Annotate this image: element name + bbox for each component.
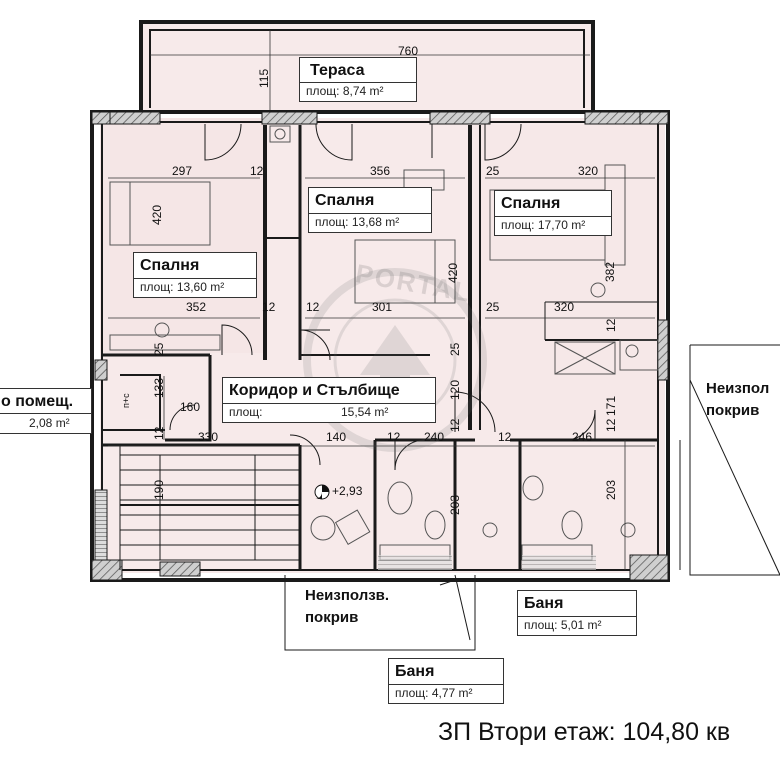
dim-12e: 12 — [448, 418, 462, 432]
room-area: площ: 17,70 m² — [501, 218, 586, 232]
dim-140: 140 — [326, 430, 347, 444]
dim-12d: 12 — [152, 426, 166, 440]
dim-320a: 320 — [578, 164, 599, 178]
label-line: покрив — [305, 609, 359, 626]
door-swings — [169, 123, 596, 471]
dim-12i: 12 — [262, 300, 276, 314]
dim-246: 246 — [572, 430, 593, 444]
label-unused-roof-right: Неизпол покрив — [706, 380, 769, 420]
room-name: Коридор и Стълбище — [229, 382, 400, 399]
label-bedroom-right: Спалня площ: 17,70 m² — [494, 190, 612, 236]
dim-12c: 12 — [604, 318, 618, 332]
room-area-value: 15,54 m² — [341, 405, 389, 419]
roof-right — [679, 344, 780, 576]
room-area: площ: 4,77 m² — [395, 686, 473, 700]
dim-382: 382 — [603, 261, 617, 282]
dim-25d: 25 — [448, 342, 462, 356]
dim-25a: 25 — [486, 164, 500, 178]
dim-203a: 203 — [448, 494, 462, 515]
dim-120: 120 — [448, 379, 462, 400]
label-unused-roof-bottom: Неизползв. покрив — [305, 587, 389, 627]
label-bath-left: Баня площ: 4,77 m² — [388, 658, 504, 704]
room-area: площ: 5,01 m² — [524, 618, 602, 632]
room-name: Тераса — [310, 62, 365, 79]
furniture — [109, 125, 659, 561]
label-corridor: Коридор и Стълбище площ: 15,54 m² — [222, 377, 436, 423]
dim-420b: 420 — [446, 262, 460, 283]
stairs — [119, 446, 300, 570]
dim-760: 760 — [398, 44, 419, 58]
dim-190: 190 — [152, 479, 166, 500]
dim-133: 133 — [152, 377, 166, 398]
dim-160: 160 — [180, 400, 201, 414]
label-line: Неизпол — [706, 380, 770, 397]
label-terrace: Тераса площ: 8,74 m² — [299, 57, 417, 102]
room-area: площ: 13,60 m² — [140, 280, 225, 294]
room-area: площ: — [229, 405, 263, 419]
dim-356: 356 — [370, 164, 391, 178]
dim-297: 297 — [172, 164, 193, 178]
dim-240: 240 — [424, 430, 445, 444]
room-area: площ: 13,68 m² — [315, 215, 400, 229]
dim-12g: 12 — [498, 430, 512, 444]
room-area: 2,08 m² — [29, 416, 70, 430]
room-name: Спалня — [501, 195, 561, 212]
room-name: о помещ. — [1, 393, 74, 410]
room-area: площ: 8,74 m² — [306, 84, 384, 98]
interior-walls — [102, 125, 658, 570]
floor-area-caption: ЗП Втори етаж: 104,80 кв — [438, 718, 731, 746]
dim-352: 352 — [186, 300, 207, 314]
dim-301: 301 — [372, 300, 393, 314]
dim-320b: 320 — [554, 300, 575, 314]
hatched-walls — [91, 111, 669, 581]
room-name: Спалня — [315, 192, 375, 209]
room-name: Баня — [524, 595, 564, 612]
dim-12h: 12 — [604, 418, 618, 432]
label-line: покрив — [706, 402, 760, 419]
dim-12f: 12 — [387, 430, 401, 444]
dim-25b: 25 — [486, 300, 500, 314]
dim-330: 330 — [198, 430, 219, 444]
label-bedroom-left: Спалня площ: 13,60 m² — [133, 252, 257, 298]
dim-203b: 203 — [604, 479, 618, 500]
dim-12a: 12 — [250, 164, 264, 178]
label-utility: о помещ. 2,08 m² — [0, 388, 92, 434]
dimension-lines — [108, 30, 655, 570]
dim-12b: 12 — [306, 300, 320, 314]
level-label: +2,93 — [332, 484, 363, 498]
room-name: Спалня — [140, 257, 200, 274]
pc-label: п+с — [121, 393, 131, 408]
roof-bottom — [284, 574, 476, 651]
label-bedroom-center: Спалня площ: 13,68 m² — [308, 187, 432, 233]
room-name: Баня — [395, 663, 435, 680]
bath-hatch — [378, 555, 596, 570]
level-marker — [314, 484, 330, 500]
dim-420a: 420 — [150, 204, 164, 225]
dim-115: 115 — [257, 68, 271, 88]
label-bath-right: Баня площ: 5,01 m² — [517, 590, 637, 636]
dim-25c: 25 — [152, 342, 166, 356]
dim-171: 171 — [604, 395, 618, 416]
label-line: Неизползв. — [305, 587, 390, 604]
